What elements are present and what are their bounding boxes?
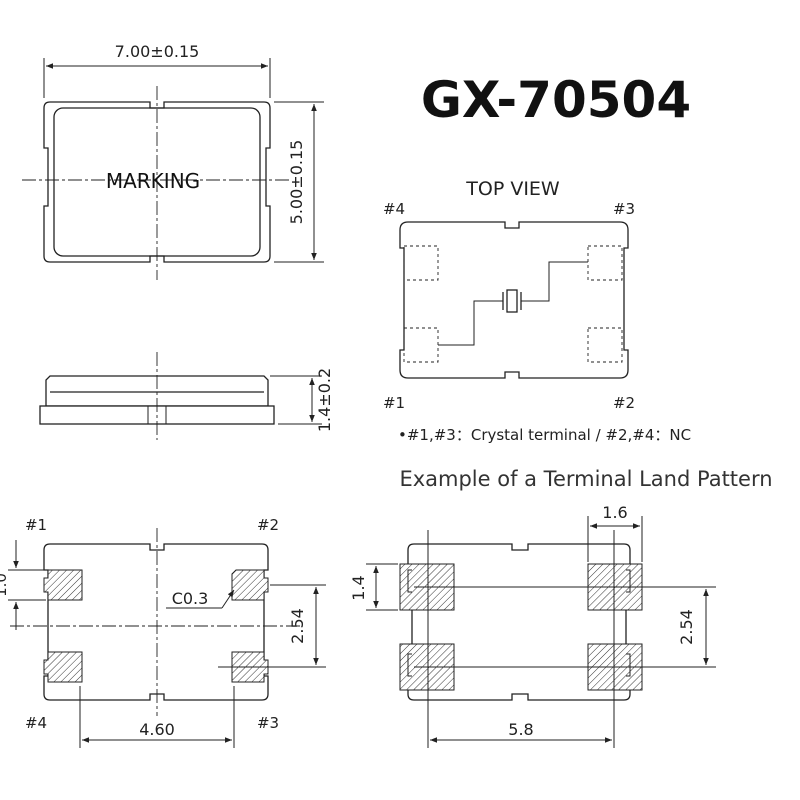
chamfer-callout: C0.3 <box>166 589 235 609</box>
pad-pitch-y-label: 2.54 <box>288 608 307 644</box>
package-outline-top: MARKING <box>22 86 290 280</box>
pad-pitch-x-dimension: 4.60 <box>79 686 235 748</box>
land-pitch-x-label: 5.8 <box>508 720 533 739</box>
top-view-label: TOP VIEW <box>465 178 560 200</box>
part-number-title: GX-70504 <box>421 71 691 129</box>
bottom-view <box>10 528 300 716</box>
land-pad-width-label: 1.6 <box>602 503 627 522</box>
bottom-view-pin1: #1 <box>25 516 47 534</box>
top-view-schematic <box>399 221 629 379</box>
chamfer-label: C0.3 <box>172 589 209 608</box>
land-pitch-x-dimension: 5.8 <box>430 720 612 743</box>
land-pad-width-dimension: 1.6 <box>587 503 643 562</box>
bottom-view-pin3: #3 <box>257 714 279 732</box>
land-pattern-heading: Example of a Terminal Land Pattern <box>399 467 772 491</box>
thickness-dim-label: 1.4±0.2 <box>315 368 334 432</box>
land-pitch-y-dimension: 2.54 <box>414 586 716 668</box>
marking-label: MARKING <box>106 169 200 193</box>
pad-pitch-y-dimension: 2.54 <box>218 584 326 668</box>
pad-pitch-x-label: 4.60 <box>139 720 175 739</box>
package-side-view <box>39 352 275 440</box>
width-dim-label: 7.00±0.15 <box>115 42 200 61</box>
height-dim-label: 5.00±0.15 <box>287 140 306 225</box>
pad-height-dim-label: 1.0 <box>0 573 10 597</box>
thickness-dimension: 1.4±0.2 <box>270 368 334 432</box>
pad-height-dimension: 1.0 <box>0 540 46 630</box>
land-pad-height-dimension: 1.4 <box>349 563 398 611</box>
bottom-view-pin2: #2 <box>257 516 279 534</box>
top-view-pin4: #4 <box>383 200 405 218</box>
top-view-pin3: #3 <box>613 200 635 218</box>
height-dimension: 5.00±0.15 <box>274 101 324 263</box>
pin-function-note: •#1,#3：Crystal terminal / #2,#4：NC <box>398 426 691 444</box>
width-dimension: 7.00±0.15 <box>43 42 271 98</box>
top-view-pin1: #1 <box>383 394 405 412</box>
top-view-pin2: #2 <box>613 394 635 412</box>
bottom-view-pin4: #4 <box>25 714 47 732</box>
land-pitch-y-label: 2.54 <box>677 609 696 645</box>
land-pad-height-label: 1.4 <box>349 575 368 600</box>
land-pattern <box>399 530 643 748</box>
